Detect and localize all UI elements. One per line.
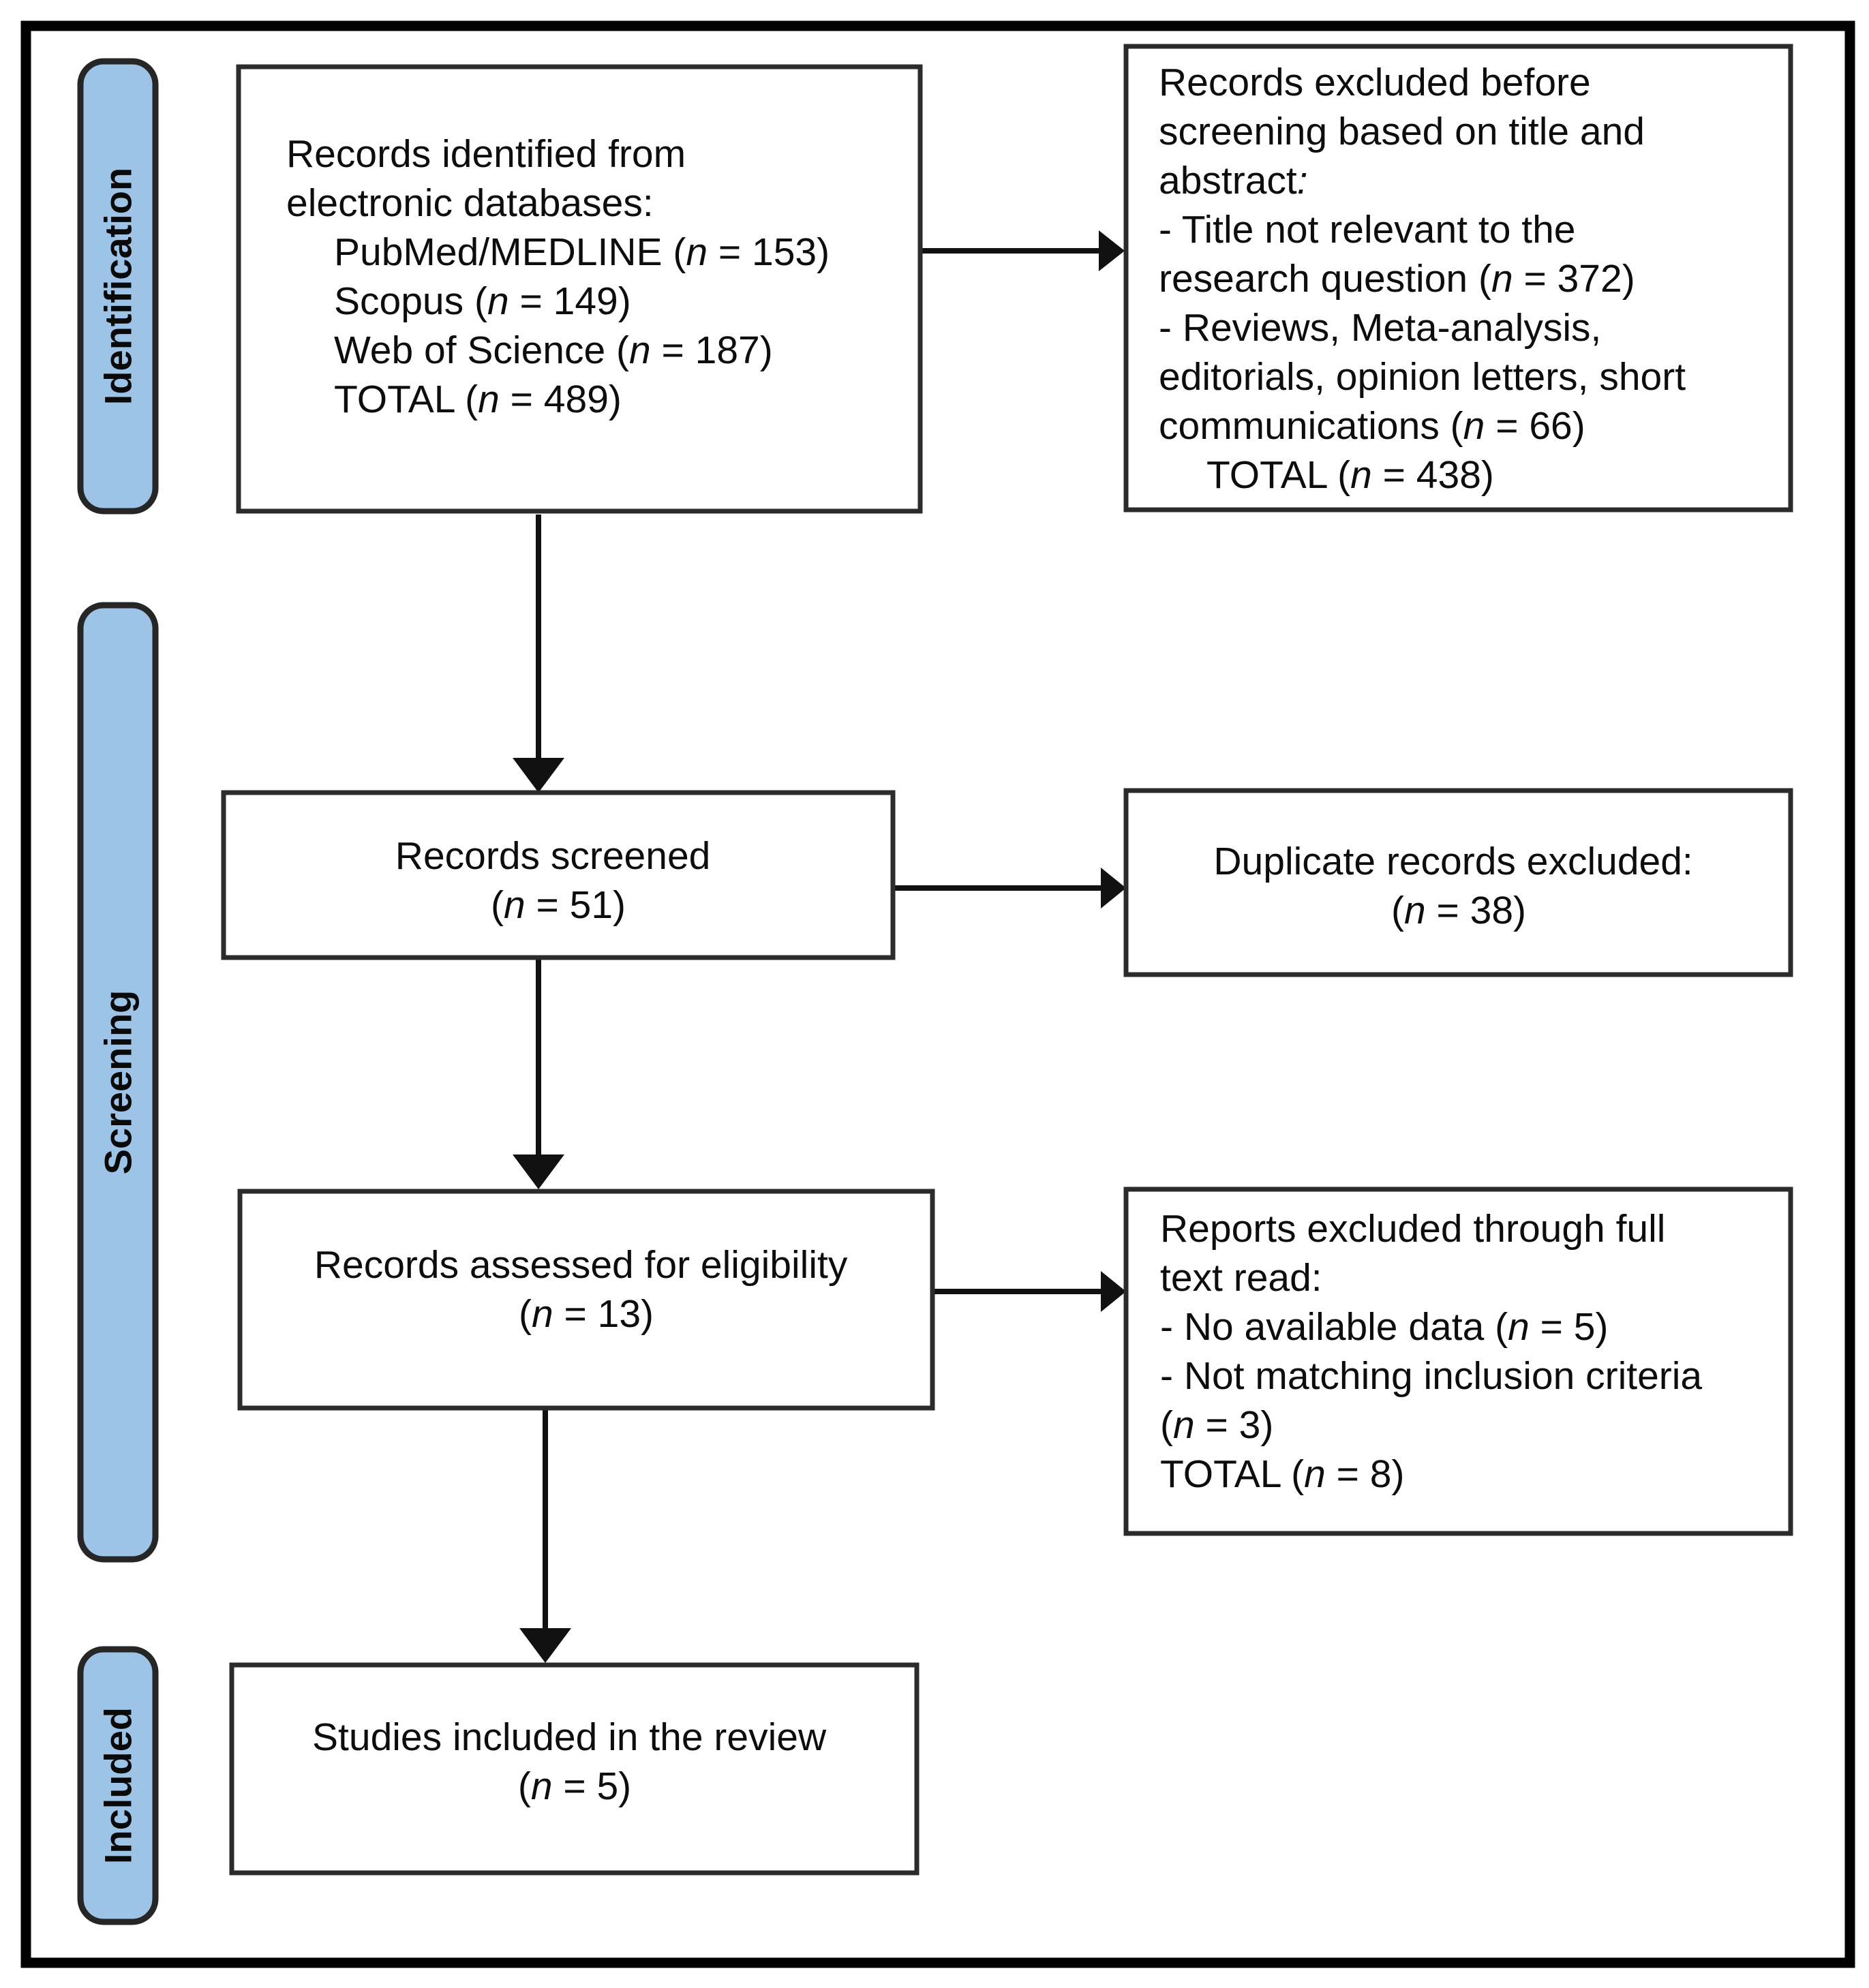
line-0: Duplicate records excluded: — [1213, 840, 1692, 883]
line-6: editorials, opinion letters, short — [1159, 355, 1686, 399]
box-records-screened-shape — [221, 790, 896, 960]
connector-eligibility-to-included — [519, 1407, 571, 1663]
box-duplicate-records-excluded: Duplicate records excluded: (n = 38) — [1123, 788, 1793, 977]
box-studies-included-text: Studies included in the review (n = 5) — [312, 1715, 837, 1808]
line-0: Reports excluded through full — [1160, 1207, 1665, 1251]
box-records-excluded-before-screening-shape — [1123, 44, 1793, 513]
box-duplicate-records-excluded-shape — [1123, 788, 1793, 977]
line-2: abstract: — [1159, 159, 1308, 202]
box-duplicate-records-excluded-text: Duplicate records excluded: (n = 38) — [1213, 840, 1703, 932]
line-3: - Not matching inclusion criteria — [1160, 1354, 1702, 1398]
box-records-assessed-eligibility-text: Records assessed for eligibility (n = 13… — [314, 1243, 858, 1336]
line-3: - Title not relevant to the — [1159, 208, 1576, 251]
box-records-assessed-eligibility: Records assessed for eligibility (n = 13… — [237, 1189, 935, 1411]
box-reports-excluded: Reports excluded through full text read:… — [1123, 1187, 1793, 1536]
figure-frame — [20, 20, 1855, 1968]
line-1: text read: — [1160, 1256, 1322, 1300]
line-1: (n = 51) — [491, 883, 626, 927]
line-3: Scopus (n = 149) — [334, 279, 631, 323]
line-0: Records excluded before — [1159, 61, 1591, 104]
line-4: Web of Science (n = 187) — [334, 328, 773, 372]
line-5: - Reviews, Meta-analysis, — [1159, 306, 1601, 350]
box-records-identified: Records identified from electronic datab… — [236, 64, 923, 514]
line-0: Records assessed for eligibility — [314, 1243, 848, 1287]
stage-tab-screening-label: Screening — [97, 990, 140, 1175]
line-5: TOTAL (n = 489) — [334, 378, 622, 421]
line-4: research question (n = 372) — [1159, 257, 1635, 301]
line-0: Studies included in the review — [312, 1715, 827, 1759]
box-records-identified-shape — [236, 64, 923, 514]
connector-eligibility-to-reports-excluded — [934, 1271, 1126, 1312]
stage-tab-included: Included — [77, 1646, 159, 1925]
connector-screened-to-eligibility — [513, 958, 564, 1189]
line-1: (n = 5) — [518, 1764, 631, 1808]
stage-tab-included-label: Included — [97, 1707, 140, 1864]
line-1: electronic databases: — [286, 181, 654, 225]
line-2: - No available data (n = 5) — [1160, 1305, 1608, 1349]
box-records-screened: Records screened (n = 51) — [221, 790, 896, 960]
stage-tab-screening: Screening — [77, 602, 159, 1563]
box-reports-excluded-shape — [1123, 1187, 1793, 1536]
line-4: (n = 3) — [1160, 1403, 1273, 1447]
box-reports-excluded-text: Reports excluded through full text read:… — [1160, 1207, 1713, 1496]
stage-tab-included-shape — [77, 1646, 159, 1925]
box-records-identified-text: Records identified from electronic datab… — [286, 132, 840, 421]
line-1: (n = 38) — [1391, 889, 1526, 932]
box-records-assessed-eligibility-shape — [237, 1189, 935, 1411]
box-records-screened-text: Records screened (n = 51) — [395, 834, 721, 927]
connector-identified-to-excluded — [920, 230, 1125, 271]
line-2: PubMed/MEDLINE (n = 153) — [334, 230, 830, 274]
line-0: Records screened — [395, 834, 711, 878]
connector-screened-to-duplicates — [893, 868, 1126, 908]
line-0: Records identified from — [286, 132, 686, 176]
line-8: TOTAL (n = 438) — [1206, 453, 1494, 497]
box-records-excluded-before-screening-text: Records excluded before screening based … — [1159, 61, 1697, 497]
line-1: screening based on title and — [1159, 110, 1645, 153]
stage-tab-identification-shape — [77, 58, 159, 515]
box-studies-included: Studies included in the review (n = 5) — [229, 1662, 920, 1876]
line-5: TOTAL (n = 8) — [1160, 1452, 1405, 1496]
stage-tab-screening-shape — [77, 602, 159, 1563]
box-records-excluded-before-screening: Records excluded before screening based … — [1123, 44, 1793, 513]
line-7: communications (n = 66) — [1159, 404, 1585, 448]
stage-tab-identification-label: Identification — [97, 168, 140, 405]
box-studies-included-shape — [229, 1662, 920, 1876]
line-1: (n = 13) — [519, 1292, 654, 1336]
connector-identified-to-screened — [513, 515, 564, 793]
stage-tab-identification: Identification — [77, 58, 159, 515]
